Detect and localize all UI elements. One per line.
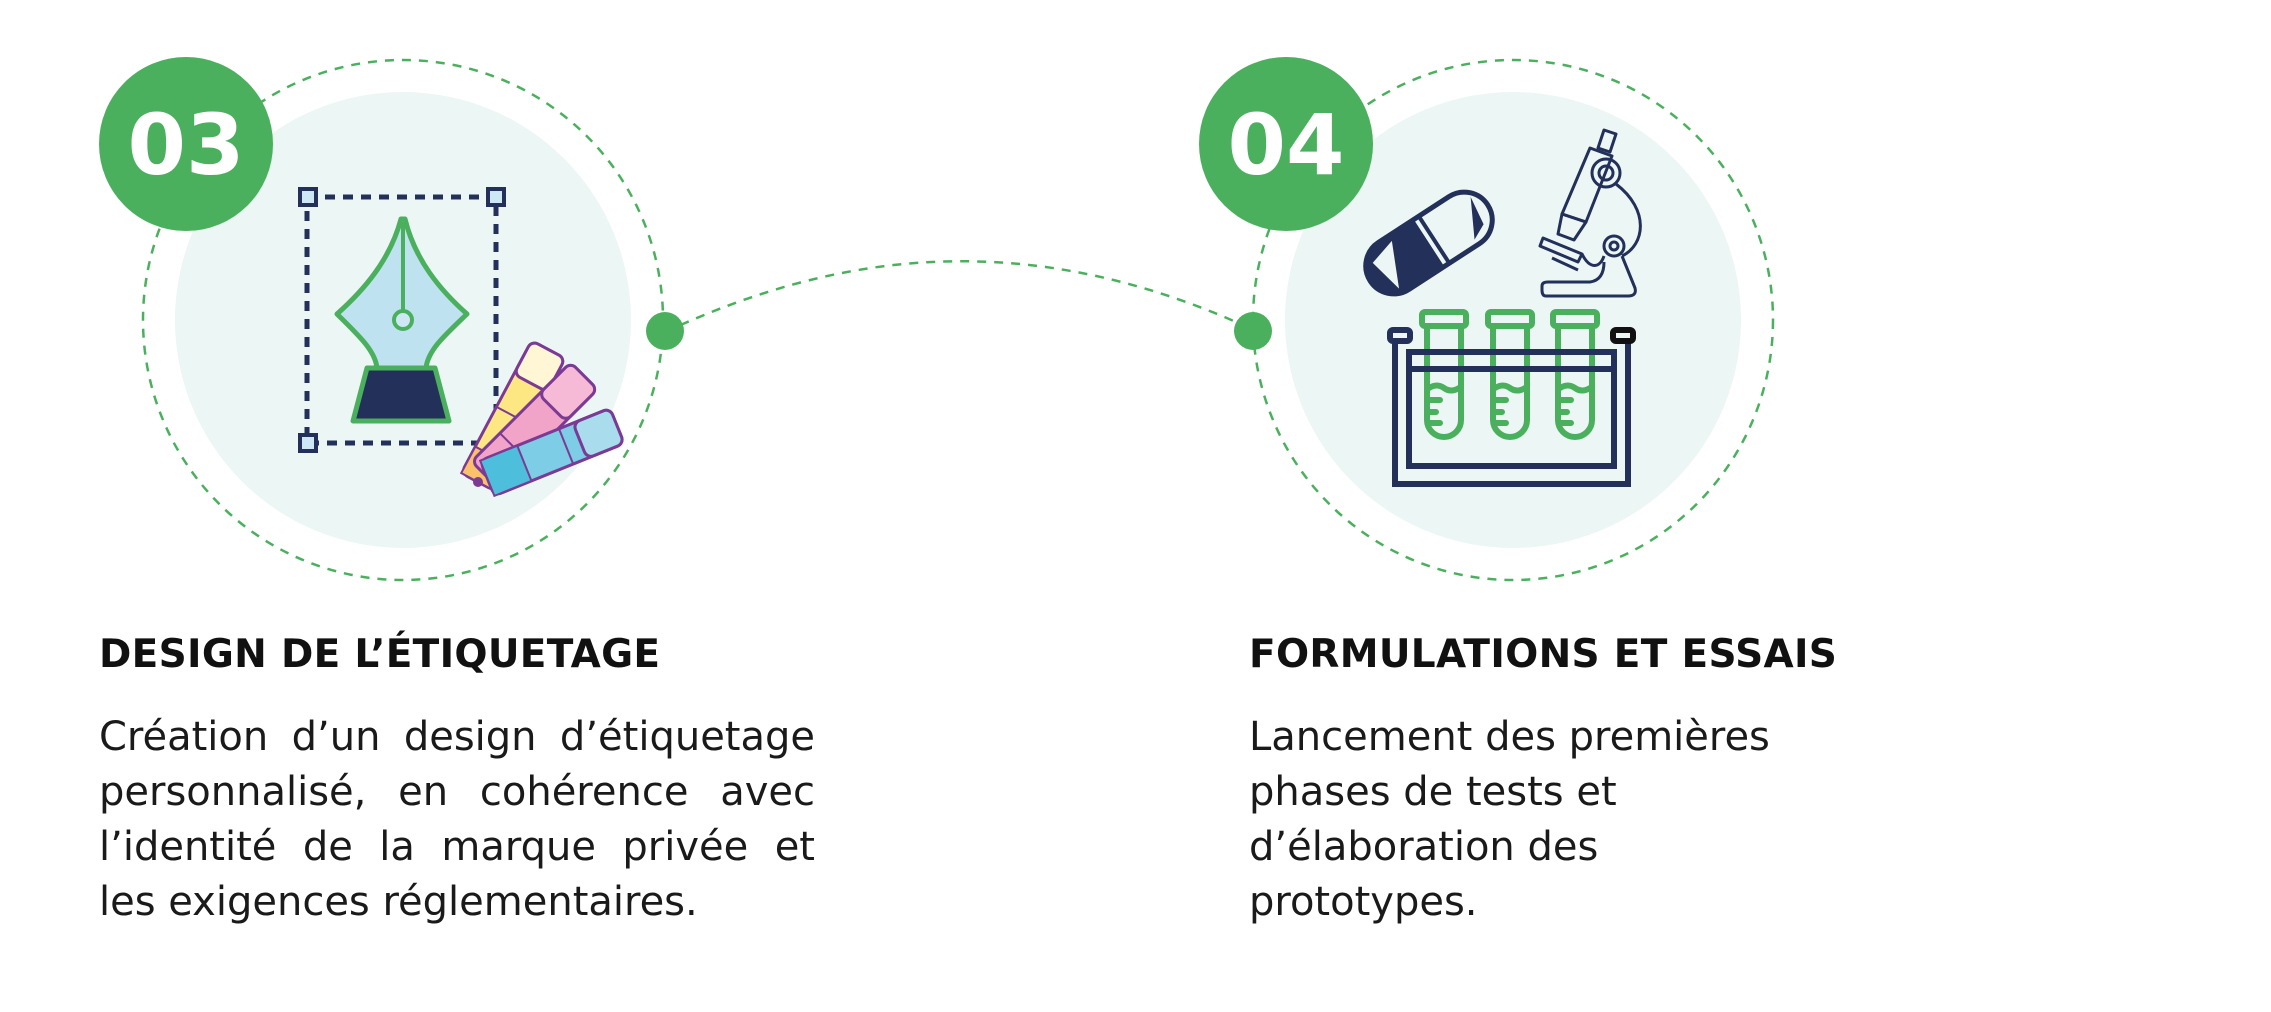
pen-tool-icon [298,187,506,453]
description-line: personnalisé, en cohérence avec [99,769,815,815]
color-swatch-icon [459,341,624,498]
description-line: les exigences réglementaires. [99,879,698,925]
step-number: 03 [128,96,245,194]
step-number-badge [99,57,273,231]
description-line: d’élaboration des [1249,824,1599,870]
connector-dashed-curve [664,260,1259,334]
step-03-title: DESIGN DE L’ÉTIQUETAGE [99,632,661,677]
step-04-description: Lancement des premières phases de tests … [1249,710,1809,930]
description-line: prototypes. [1249,879,1478,925]
step-04-title: FORMULATIONS ET ESSAIS [1249,632,1838,677]
step-number: 04 [1228,96,1345,194]
test-tube-icon [1485,309,1535,440]
capsule-pill-icon [1363,189,1495,297]
description-line: l’identité de la marque privée et [99,824,815,870]
step-03-description: Création d’un design d’étiquetage person… [99,710,815,930]
step-04-graphic: 04 [1199,57,1775,582]
test-tube-rack-icon [1387,309,1636,487]
description-line: Lancement des premières [1249,714,1770,760]
connector-dot [646,312,684,350]
test-tube-icon [1419,309,1469,440]
step-number-badge [1199,57,1373,231]
description-line: Création d’un design d’étiquetage [99,714,815,760]
test-tube-icon [1550,309,1600,440]
connector-dot [1234,312,1272,350]
description-line: phases de tests et [1249,769,1617,815]
step-03-graphic: 03 [99,57,684,582]
microscope-icon [1538,128,1642,298]
